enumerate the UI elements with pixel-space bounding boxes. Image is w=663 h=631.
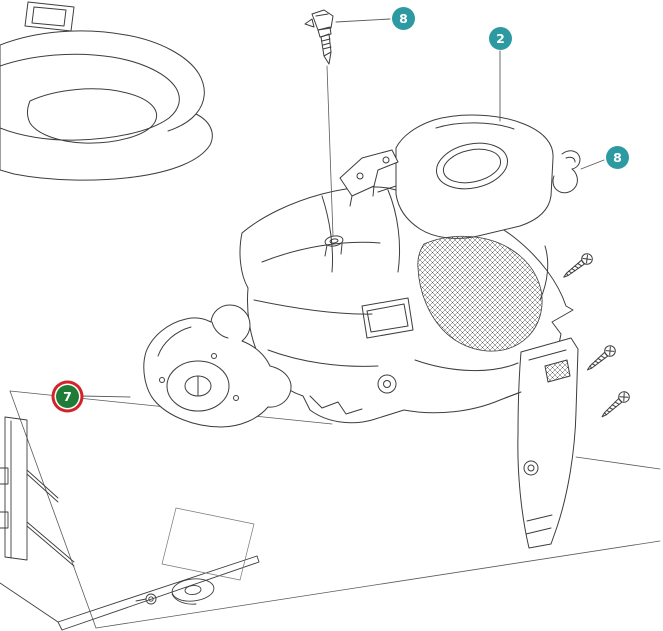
- plate-part: [161, 507, 255, 581]
- callout-badge-2[interactable]: 2: [489, 27, 512, 50]
- leader-lines: [80, 18, 605, 398]
- fuel-tank-section: [371, 114, 554, 239]
- hood-part: [0, 1, 213, 181]
- chassis-frame-part: [0, 416, 75, 623]
- callout-badge-8-top[interactable]: 8: [392, 7, 415, 30]
- hatch-texture: [417, 235, 543, 352]
- callout-badge-7-selected[interactable]: 7: [56, 385, 79, 408]
- belt-guard-disc-part: [143, 304, 292, 428]
- callout-badge-8-right[interactable]: 8: [606, 146, 629, 169]
- bolt-fitting: [324, 235, 344, 257]
- hub-part: [135, 578, 215, 605]
- leader-line: [335, 18, 391, 23]
- top-bracket-flange: [339, 149, 399, 207]
- crossbar-part: [57, 555, 260, 631]
- leader-line: [80, 395, 131, 398]
- screw-part-1: [563, 253, 593, 278]
- leader-line: [580, 159, 605, 170]
- lower-bracket-part: [504, 337, 579, 549]
- bolt-part: [304, 9, 334, 237]
- clip-part: [552, 150, 581, 194]
- screw-part-2: [586, 345, 616, 371]
- screw-part-3: [601, 391, 630, 418]
